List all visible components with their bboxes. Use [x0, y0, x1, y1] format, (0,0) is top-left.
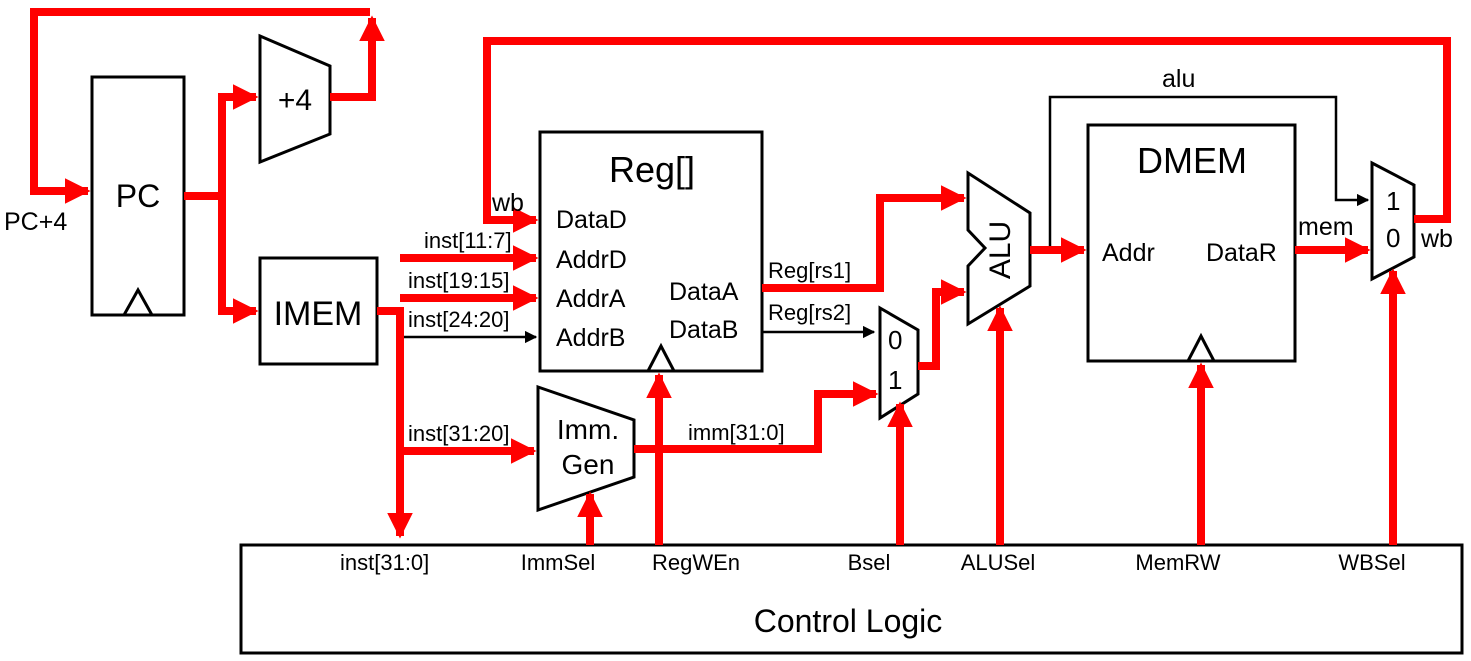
port-datar: DataR — [1206, 239, 1277, 267]
bmux-input-1: 1 — [888, 365, 902, 395]
wbmux-input-0: 0 — [1386, 223, 1400, 253]
control-logic-label: Control Logic — [754, 603, 943, 639]
wire-pc-plus4-loop — [30, 8, 370, 204]
label-alu: alu — [1162, 65, 1195, 93]
pc-adder: +4 — [258, 33, 332, 165]
immgen-label-2: Gen — [562, 449, 615, 480]
alu-block: ALU — [966, 170, 1032, 327]
bmux-input-0: 0 — [888, 325, 902, 355]
reg-title: Reg[] — [609, 149, 695, 190]
alu-label: ALU — [984, 221, 1017, 279]
label-pc-plus4: PC+4 — [4, 208, 67, 236]
control-signal-labels: ImmSel RegWEn Bsel ALUSel MemRW WBSel — [521, 550, 1406, 575]
port-addra: AddrA — [556, 285, 626, 313]
immgen-label-1: Imm. — [557, 414, 619, 445]
active-wires — [30, 8, 1451, 545]
label-wb-out: wb — [1420, 225, 1453, 253]
adder-label: +4 — [278, 84, 312, 117]
label-inst-31-20: inst[31:20] — [408, 421, 510, 446]
port-dataa: DataA — [669, 278, 739, 306]
wire-pc-to-imem — [218, 196, 259, 324]
clock-icon — [1186, 332, 1216, 362]
wire-inst-bus — [377, 307, 413, 539]
label-reg-rs2: Reg[rs2] — [768, 300, 851, 325]
control-logic: Control Logic — [239, 543, 1464, 655]
label-immsel: ImmSel — [521, 550, 596, 575]
port-datad: DataD — [556, 206, 627, 234]
port-datab: DataB — [669, 316, 738, 344]
label-wb-in: wb — [491, 189, 524, 217]
wire-writeback — [483, 37, 1451, 233]
dmem-block: DMEM Addr DataR — [1086, 123, 1297, 363]
port-addr: Addr — [1102, 239, 1155, 267]
wire-adder-out — [330, 15, 385, 101]
dmem-title: DMEM — [1137, 140, 1247, 181]
wire-imm — [634, 381, 879, 453]
wb-select-mux: 1 0 — [1370, 160, 1416, 282]
label-regwen: RegWEn — [652, 550, 740, 575]
label-imm: imm[31:0] — [688, 420, 785, 445]
b-select-mux: 0 1 — [878, 305, 920, 421]
label-inst-31-0: inst[31:0] — [340, 550, 429, 575]
label-mem: mem — [1298, 213, 1354, 241]
port-addrd: AddrD — [556, 246, 627, 274]
imem-label: IMEM — [274, 295, 363, 333]
label-inst-19-15: inst[19:15] — [408, 268, 510, 293]
label-memrw: MemRW — [1135, 550, 1220, 575]
immediate-generator: Imm. Gen — [536, 384, 636, 513]
signal-labels: PC+4 wb wb inst[11:7] inst[19:15] inst[2… — [4, 65, 1453, 575]
label-wbsel: WBSel — [1338, 550, 1405, 575]
clock-icon — [122, 286, 154, 316]
wbmux-input-1: 1 — [1386, 186, 1400, 216]
pc-register: PC — [90, 75, 186, 317]
inactive-wires — [400, 95, 1370, 344]
label-inst-24-20: inst[24:20] — [408, 307, 510, 332]
label-inst-11-7: inst[11:7] — [424, 228, 512, 253]
port-addrb: AddrB — [556, 324, 625, 352]
imem-block: IMEM — [258, 256, 379, 366]
wire-reg-rs1 — [762, 185, 967, 292]
pc-label: PC — [116, 178, 160, 214]
label-bsel: Bsel — [848, 550, 891, 575]
wire-pc-to-adder — [184, 84, 259, 200]
label-reg-rs1: Reg[rs1] — [768, 258, 851, 283]
clock-icon — [646, 342, 676, 372]
wire-bmux-out — [918, 279, 967, 370]
register-file: Reg[] DataD AddrD AddrA AddrB DataA Data… — [538, 130, 764, 373]
label-alusel: ALUSel — [961, 550, 1036, 575]
wire-alu-bypass — [1048, 95, 1370, 250]
